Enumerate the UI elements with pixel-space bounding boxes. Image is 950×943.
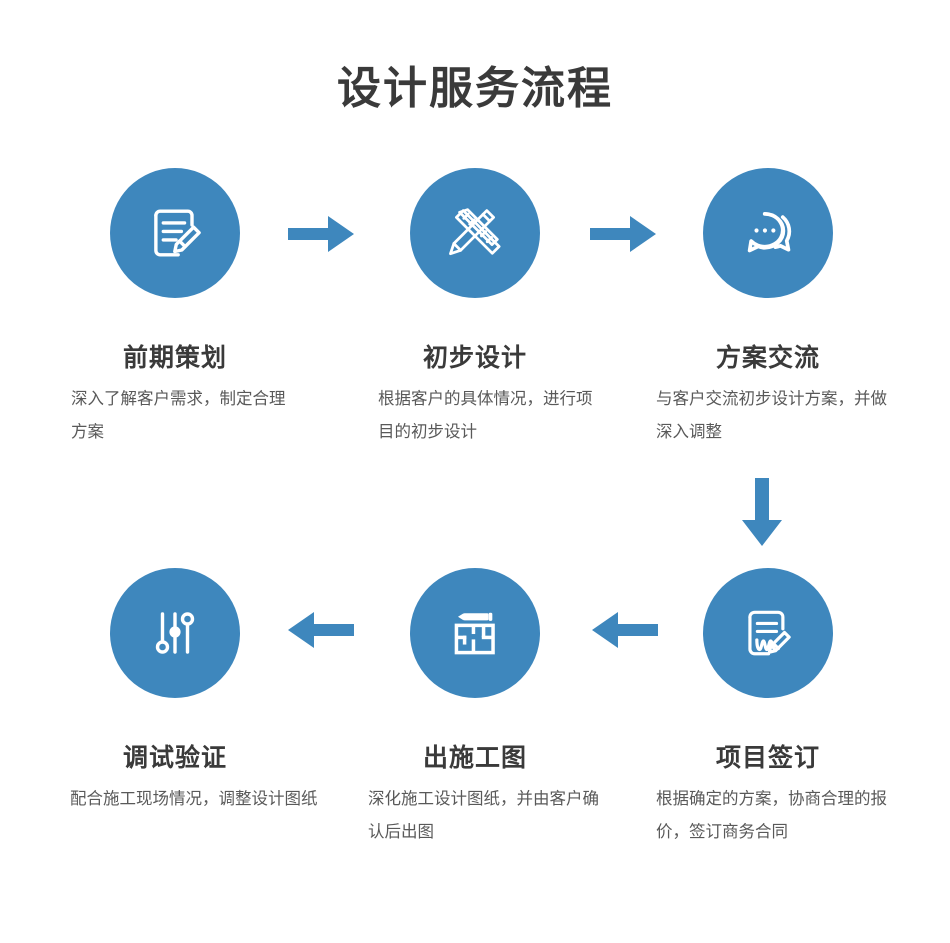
contract-sign-icon [734,599,802,667]
arrow-left-step5-step6 [288,612,354,653]
flow-step-3-description: 与客户交流初步设计方案，并做深入调整 [656,390,887,441]
arrow-left-step4-step5 [592,612,658,653]
arrow-right-step1-step2 [288,216,354,257]
flow-step-6-circle [110,568,240,698]
document-edit-icon [141,199,209,267]
page-title: 设计服务流程 [337,64,613,113]
flow-step-5-description: 深化施工设计图纸，并由客户确认后出图 [368,790,599,841]
flow-step-1-title: 前期策划 [122,344,227,372]
flow-step-4-title: 项目签订 [715,744,820,772]
flow-step-5-title: 出施工图 [422,744,527,772]
flow-step-3-title: 方案交流 [715,344,820,372]
flow-step-5-circle [410,568,540,698]
flow-step-1-circle [110,168,240,298]
flow-step-6-description: 配合施工现场情况，调整设计图纸 [70,790,318,808]
flow-step-2-description: 根据客户的具体情况，进行项目的初步设计 [378,390,593,441]
pencil-ruler-icon [441,199,509,267]
flow-step-4-description: 根据确定的方案，协商合理的报价，签订商务合同 [656,790,887,841]
chat-bubbles-icon [733,198,803,268]
flow-step-6-title: 调试验证 [122,744,227,772]
flow-step-1-description: 深入了解客户需求，制定合理方案 [71,390,286,441]
flow-step-2-circle [410,168,540,298]
sliders-icon [143,601,207,665]
flow-step-2-title: 初步设计 [422,344,527,372]
arrow-right-step2-step3 [590,216,656,257]
floorplan-pencil-icon [442,600,508,666]
flow-step-3-circle [703,168,833,298]
arrow-down-step3-step4 [742,478,782,551]
flow-step-4-circle [703,568,833,698]
